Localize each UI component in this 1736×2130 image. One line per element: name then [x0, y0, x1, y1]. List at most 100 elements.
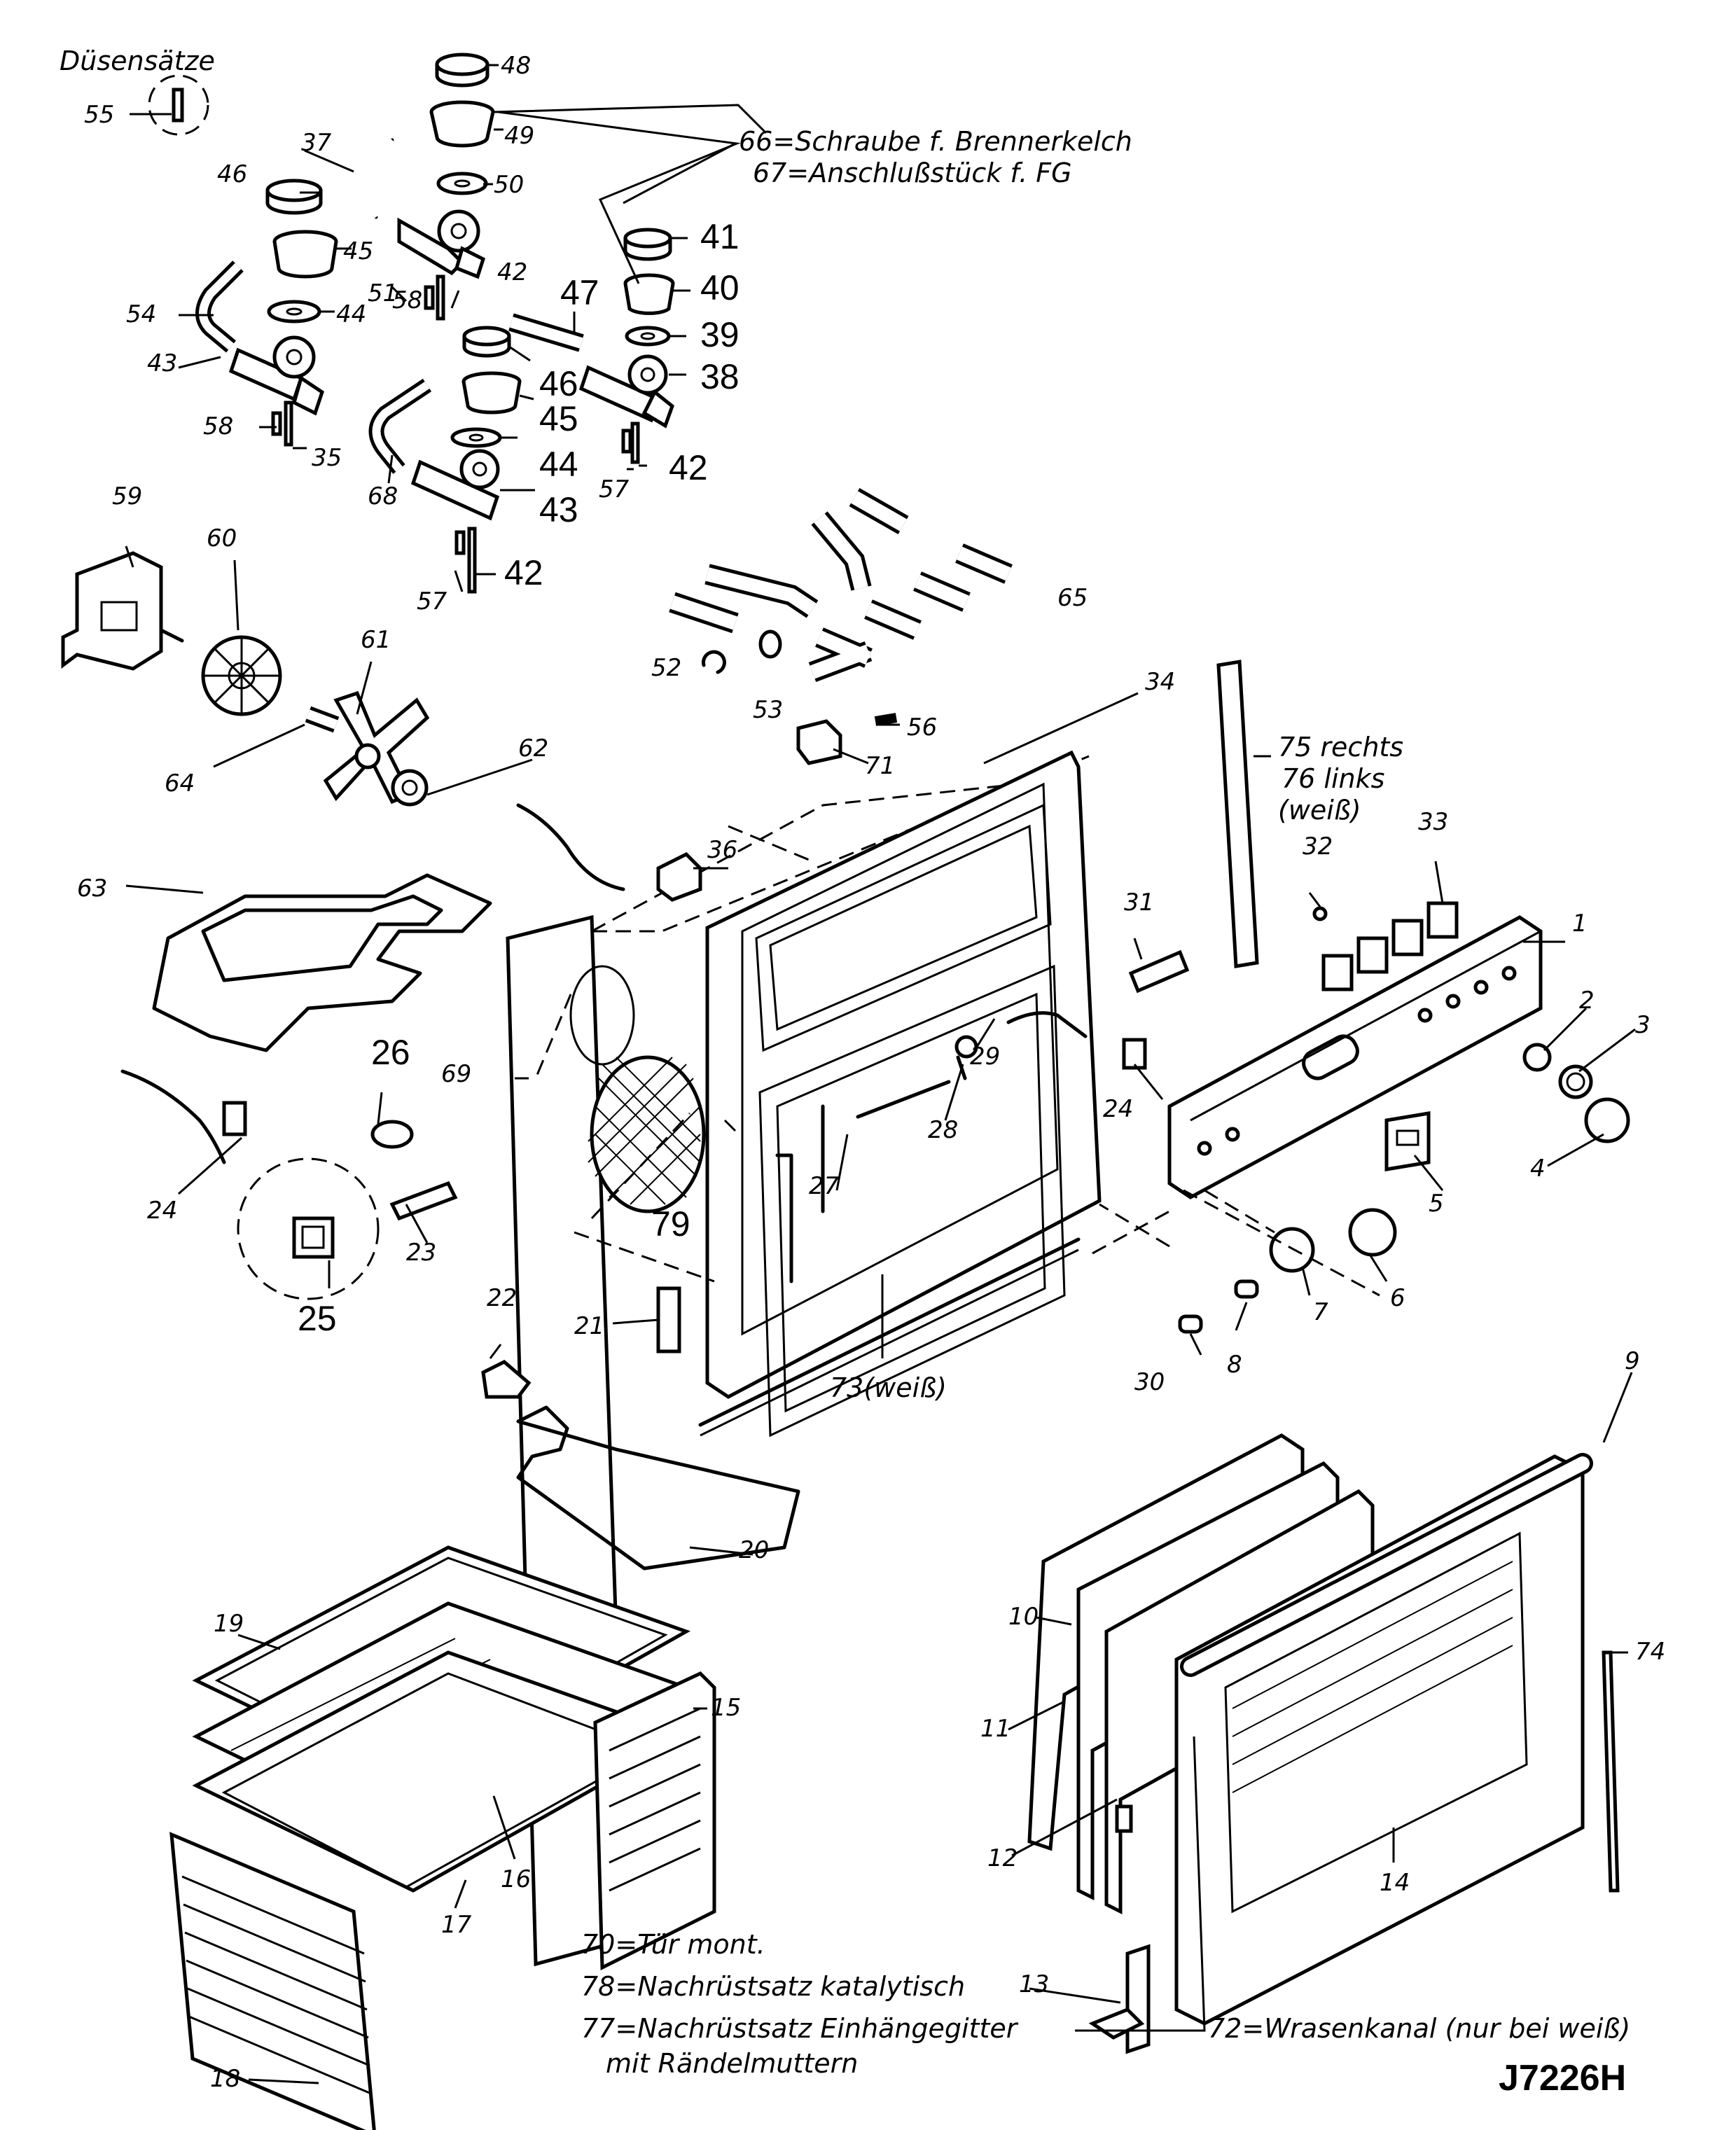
gas-tubes-65 [669, 487, 1013, 683]
callout-53: 53 [753, 696, 783, 724]
callout-37: 37 [301, 129, 332, 157]
callout-68: 68 [368, 482, 398, 510]
note-70: 70=Tür mont. [581, 1929, 765, 1960]
callout-40: 40 [700, 268, 739, 307]
pin-56 [874, 713, 898, 726]
knob-2 [1522, 1043, 1552, 1072]
callout-41: 41 [700, 217, 739, 256]
clip-22 [481, 1360, 532, 1399]
callout-52: 52 [651, 654, 681, 682]
callout-15: 15 [711, 1694, 741, 1722]
knob-6 [1348, 1208, 1397, 1257]
leader-lines [125, 64, 1636, 2084]
callout-14: 14 [1380, 1869, 1410, 1897]
switches-33 [1321, 901, 1459, 991]
callout-57b: 57 [417, 587, 447, 615]
fan-assembly [61, 551, 430, 807]
strip-74 [1602, 1650, 1620, 1893]
callout-47-text: 47 [560, 273, 599, 312]
valve-43b [410, 449, 500, 521]
callout-31: 31 [1124, 889, 1154, 917]
callout-43a: 43 [147, 349, 177, 377]
callout-43b: 43 [539, 490, 578, 529]
note-77: 77=Nachrüstsatz Einhängegitter [581, 2013, 1019, 2044]
screw-32 [1312, 906, 1328, 921]
callout-46a: 46 [217, 160, 247, 188]
valve-38 [578, 354, 674, 429]
control-panel [1092, 901, 1630, 1334]
callout-45a: 45 [343, 237, 373, 265]
callout-42c: 42 [504, 553, 543, 592]
callout-27: 27 [809, 1172, 840, 1200]
burner-ring-44b [450, 427, 502, 448]
callout-5: 5 [1429, 1190, 1444, 1218]
callout-4: 4 [1530, 1155, 1546, 1183]
callout-35: 35 [312, 444, 342, 472]
annotation-73: 73(weiß) [830, 1372, 947, 1403]
callout-56: 56 [907, 714, 937, 742]
nozzle-55 [172, 88, 184, 123]
fan-wheel-60 [201, 635, 282, 716]
callout-23: 23 [406, 1239, 436, 1267]
callout-59: 59 [112, 482, 142, 510]
front-frame [705, 750, 1102, 1399]
annotation-72: 72=Wrasenkanal (nur bei weiß) [1208, 2013, 1630, 2044]
oven-cavity [481, 713, 1102, 1967]
callout-55: 55 [84, 101, 114, 129]
callout-16: 16 [501, 1865, 531, 1893]
callout-74-label: 74 [1635, 1638, 1665, 1666]
burner-cap-48 [435, 53, 489, 76]
burner-cap-48-body [435, 62, 489, 88]
callout-32: 32 [1303, 833, 1333, 861]
annotation-75-76-color: (weiß) [1278, 795, 1361, 826]
side-strip-75-76 [1216, 660, 1259, 968]
burner-parts-group [148, 53, 675, 594]
pins [271, 274, 640, 594]
callout-62: 62 [518, 735, 548, 763]
cable-62-36 [516, 803, 625, 891]
callout-22: 22 [487, 1284, 517, 1312]
callout-20: 20 [739, 1536, 769, 1564]
callout-42b: 42 [669, 448, 708, 487]
baking-trays [192, 1545, 691, 1893]
callout-71: 71 [865, 752, 895, 780]
callout-57a: 57 [599, 475, 630, 503]
knob-7 [1269, 1227, 1315, 1273]
callout-11: 11 [980, 1715, 1011, 1743]
callout-42a: 42 [497, 258, 527, 286]
cable-29 [1006, 1011, 1088, 1038]
callout-34: 34 [1145, 668, 1175, 696]
callout-44b-text: 44 [539, 445, 578, 484]
annotation-67: 67=Anschlußstück f. FG [753, 158, 1072, 188]
burner-cap-46b [462, 326, 511, 347]
callout-2: 2 [1579, 987, 1595, 1015]
callout-18: 18 [210, 2065, 240, 2093]
lamp-26 [370, 1120, 414, 1149]
burner-head-40 [623, 273, 675, 315]
oven-door [1027, 1433, 1593, 2054]
side-rack-18 [169, 1832, 376, 2130]
callout-7: 7 [1313, 1298, 1328, 1326]
callout-65: 65 [1057, 584, 1088, 612]
valve-51 [397, 209, 486, 279]
heating-element-63 [152, 873, 492, 1052]
callout-79: 79 [651, 1204, 690, 1244]
annotation-66: 66=Schraube f. Brennerkelch [739, 126, 1132, 157]
lamp-30 [1178, 1314, 1203, 1334]
callout-64: 64 [165, 770, 195, 798]
lamp-8 [1234, 1279, 1259, 1299]
seal-strip-73 [698, 1237, 1081, 1427]
switch-5 [1384, 1111, 1431, 1171]
callout-3: 3 [1635, 1011, 1651, 1039]
callout-9: 9 [1625, 1347, 1640, 1375]
callout-21: 21 [574, 1312, 604, 1340]
callout-38: 38 [700, 357, 739, 396]
callout-51-final: 51 [368, 279, 398, 307]
burner-cap-46a [265, 179, 323, 202]
note-77-cont: mit Rändelmuttern [606, 2048, 858, 2079]
callout-44a-final: 44 [336, 300, 366, 328]
seal-53 [758, 629, 782, 659]
side-rack-15 [593, 1671, 716, 1970]
callout-60: 60 [207, 524, 237, 552]
note-78: 78=Nachrüstsatz katalytisch [581, 1971, 965, 2002]
